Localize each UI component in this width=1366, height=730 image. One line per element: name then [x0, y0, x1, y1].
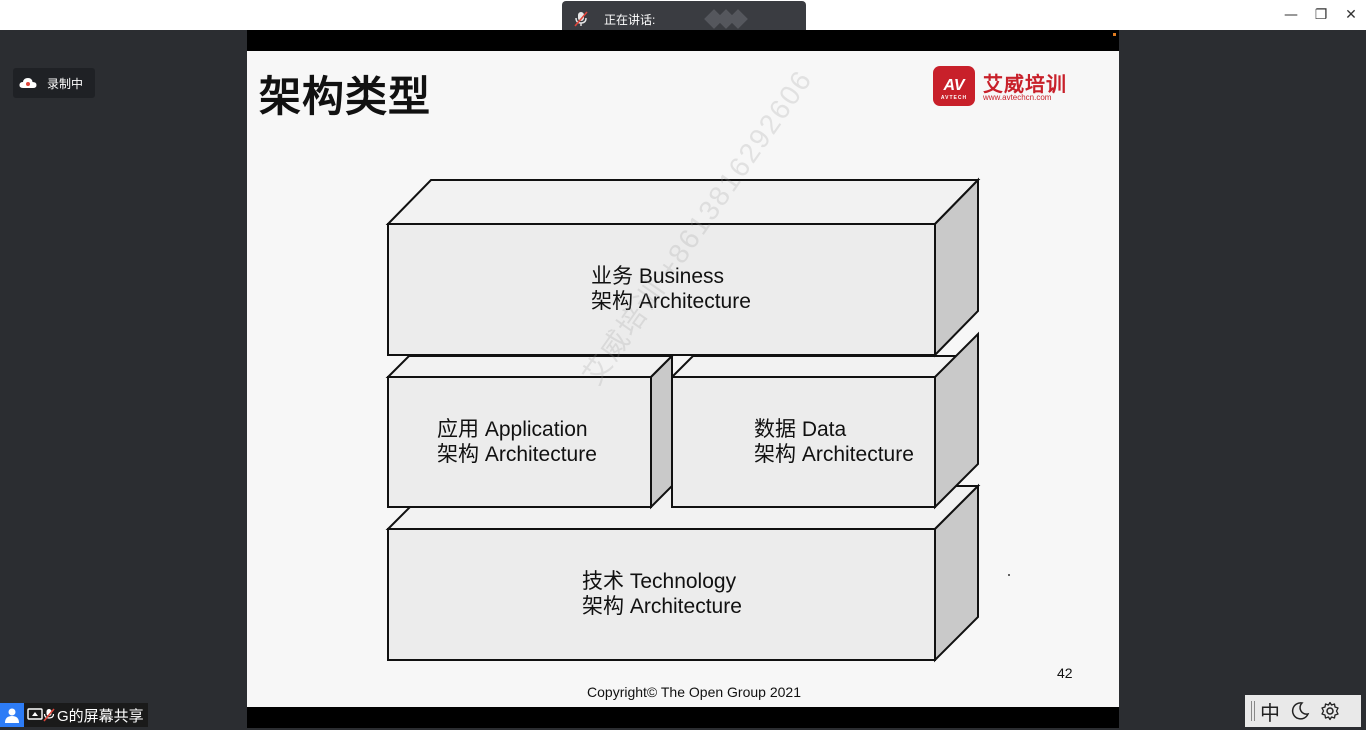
screen-share-label[interactable]: G的屏幕共享 — [0, 703, 148, 727]
language-toggle-button[interactable]: 中 — [1260, 702, 1280, 725]
copyright-notice: Copyright© The Open Group 2021 — [587, 684, 801, 700]
indicator-dot — [1113, 33, 1116, 36]
logo-mark: AV AVTECH — [933, 66, 975, 106]
moon-icon[interactable] — [1285, 696, 1315, 726]
close-button[interactable]: ✕ — [1345, 7, 1357, 23]
cloud-recording-icon — [19, 78, 37, 88]
logo-url: www.avtechcn.com — [983, 93, 1052, 102]
recording-label: 录制中 — [47, 76, 84, 91]
application-label-line2: 架构 Architecture — [437, 443, 597, 466]
business-label-line2: 架构 Architecture — [591, 290, 751, 313]
data-label-line1: 数据 Data — [754, 418, 847, 441]
speaking-label: 正在讲话: — [604, 12, 656, 27]
presentation-slide: 架构类型 AV AVTECH 艾威培训 www.avtechcn.com — [247, 51, 1119, 707]
gear-icon[interactable] — [1315, 696, 1345, 726]
technology-label-line2: 架构 Architecture — [582, 595, 742, 618]
data-label: 数据 Data 架构 Architecture — [754, 417, 914, 467]
logo-name: 艾威培训 — [983, 74, 1067, 96]
application-label-line1: 应用 Application — [437, 418, 588, 441]
slide-title: 架构类型 — [259, 73, 432, 120]
page-number: 42 — [1057, 665, 1073, 681]
share-label-text: G的屏幕共享 — [57, 707, 144, 725]
logo-mark-text: AV — [943, 77, 965, 94]
screen-share-icon — [27, 708, 43, 720]
mic-muted-icon — [572, 10, 590, 28]
technology-label: 技术 Technology 架构 Architecture — [582, 569, 742, 619]
user-icon — [0, 703, 24, 727]
restore-button[interactable]: ❐ — [1314, 7, 1328, 23]
business-label-line1: 业务 Business — [591, 265, 725, 288]
data-label-line2: 架构 Architecture — [754, 443, 914, 466]
mic-muted-icon — [43, 708, 55, 722]
brand-logo: AV AVTECH 艾威培训 www.avtechcn.com — [933, 66, 1083, 108]
application-label: 应用 Application 架构 Architecture — [437, 417, 597, 467]
minimize-button[interactable]: — — [1284, 7, 1298, 23]
business-label: 业务 Business 架构 Architecture — [591, 264, 751, 314]
stray-dot — [1008, 574, 1010, 576]
data-block — [669, 331, 979, 510]
recording-badge[interactable]: 录制中 — [13, 68, 95, 98]
drag-handle[interactable] — [1251, 701, 1255, 721]
technology-label-line1: 技术 Technology — [582, 570, 737, 593]
input-toolbar: 中 — [1245, 695, 1361, 727]
speaker-name-obscured — [704, 9, 753, 29]
business-block — [385, 177, 981, 358]
logo-mark-subtext: AVTECH — [940, 95, 968, 101]
share-label-wrap: G的屏幕共享 — [24, 703, 148, 727]
architecture-diagram — [385, 177, 1010, 663]
